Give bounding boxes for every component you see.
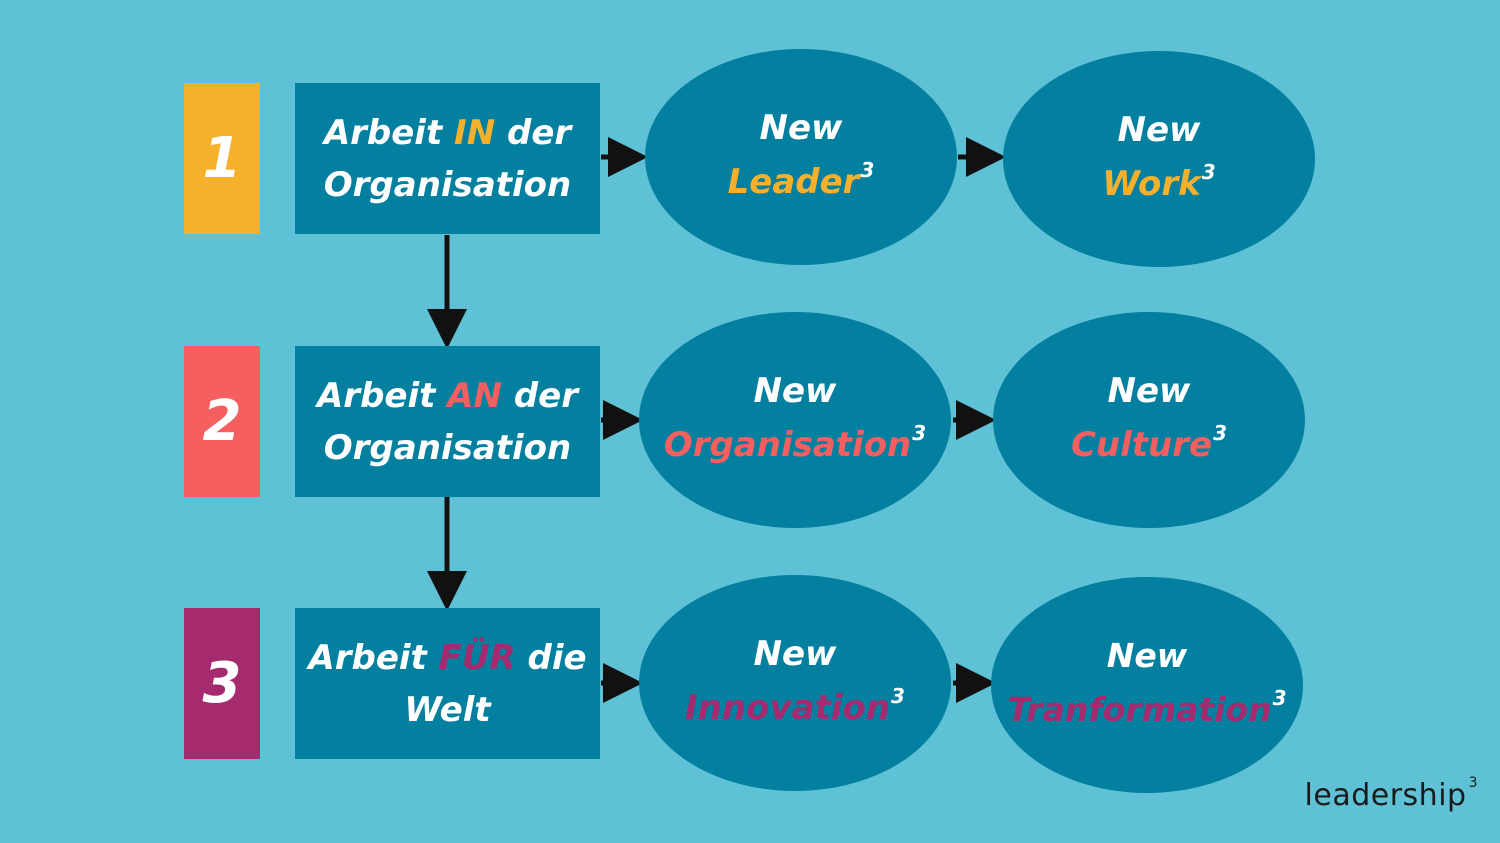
step-box-2-text: Arbeit <box>316 375 448 416</box>
step-box-3-highlight: FÜR <box>438 637 516 678</box>
ellipse-word: Tranformation <box>1007 690 1272 729</box>
step-box-1-text-after: der <box>495 112 572 153</box>
ellipse-new-organisation: New Organisation3 <box>639 312 951 528</box>
superscript: 3 <box>1201 160 1216 184</box>
step-number-1: 1 <box>184 83 260 234</box>
step-number-2: 2 <box>184 346 260 497</box>
step-box-3: Arbeit FÜR die Welt <box>295 608 600 759</box>
step-box-1: Arbeit IN der Organisation <box>295 83 600 234</box>
ellipse-new-label: New <box>759 108 843 148</box>
step-box-1-text: Arbeit <box>323 112 455 153</box>
ellipse-new-innovation: New Innovation3 <box>639 575 951 791</box>
superscript: 3 <box>860 158 875 182</box>
ellipse-word: Leader <box>727 162 860 202</box>
ellipse-new-leader: New Leader3 <box>645 49 957 265</box>
ellipse-word: Innovation <box>685 688 891 728</box>
logo-text: leadership <box>1304 778 1467 813</box>
step-box-1-highlight: IN <box>454 112 496 153</box>
step-box-2-highlight: AN <box>447 375 502 416</box>
step-box-2-line2: Organisation <box>323 427 572 468</box>
ellipse-word: Work <box>1102 164 1201 204</box>
ellipse-new-label: New <box>1106 636 1188 675</box>
ellipse-new-label: New <box>1117 110 1201 150</box>
ellipse-new-label: New <box>753 634 837 674</box>
ellipse-new-tranformation: New Tranformation3 <box>991 577 1303 793</box>
superscript: 3 <box>1213 421 1228 445</box>
superscript: 3 <box>891 684 905 708</box>
step-box-3-text-after: die <box>515 637 587 678</box>
ellipse-new-work: New Work3 <box>1003 51 1315 267</box>
step-box-1-line2: Organisation <box>323 164 572 205</box>
superscript: 3 <box>1272 686 1287 710</box>
step-box-2-text-after: der <box>502 375 579 416</box>
superscript: 3 <box>912 421 927 445</box>
logo-superscript: 3 <box>1468 775 1478 791</box>
ellipse-new-culture: New Culture3 <box>993 312 1305 528</box>
step-box-3-line2: Welt <box>404 689 491 730</box>
step-number-3: 3 <box>184 608 260 759</box>
ellipse-new-label: New <box>1107 371 1191 411</box>
step-box-3-text: Arbeit <box>308 637 439 678</box>
step-box-2: Arbeit AN der Organisation <box>295 346 600 497</box>
ellipse-word: Organisation <box>663 425 912 465</box>
ellipse-new-label: New <box>753 371 837 411</box>
ellipse-word: Culture <box>1070 425 1213 465</box>
